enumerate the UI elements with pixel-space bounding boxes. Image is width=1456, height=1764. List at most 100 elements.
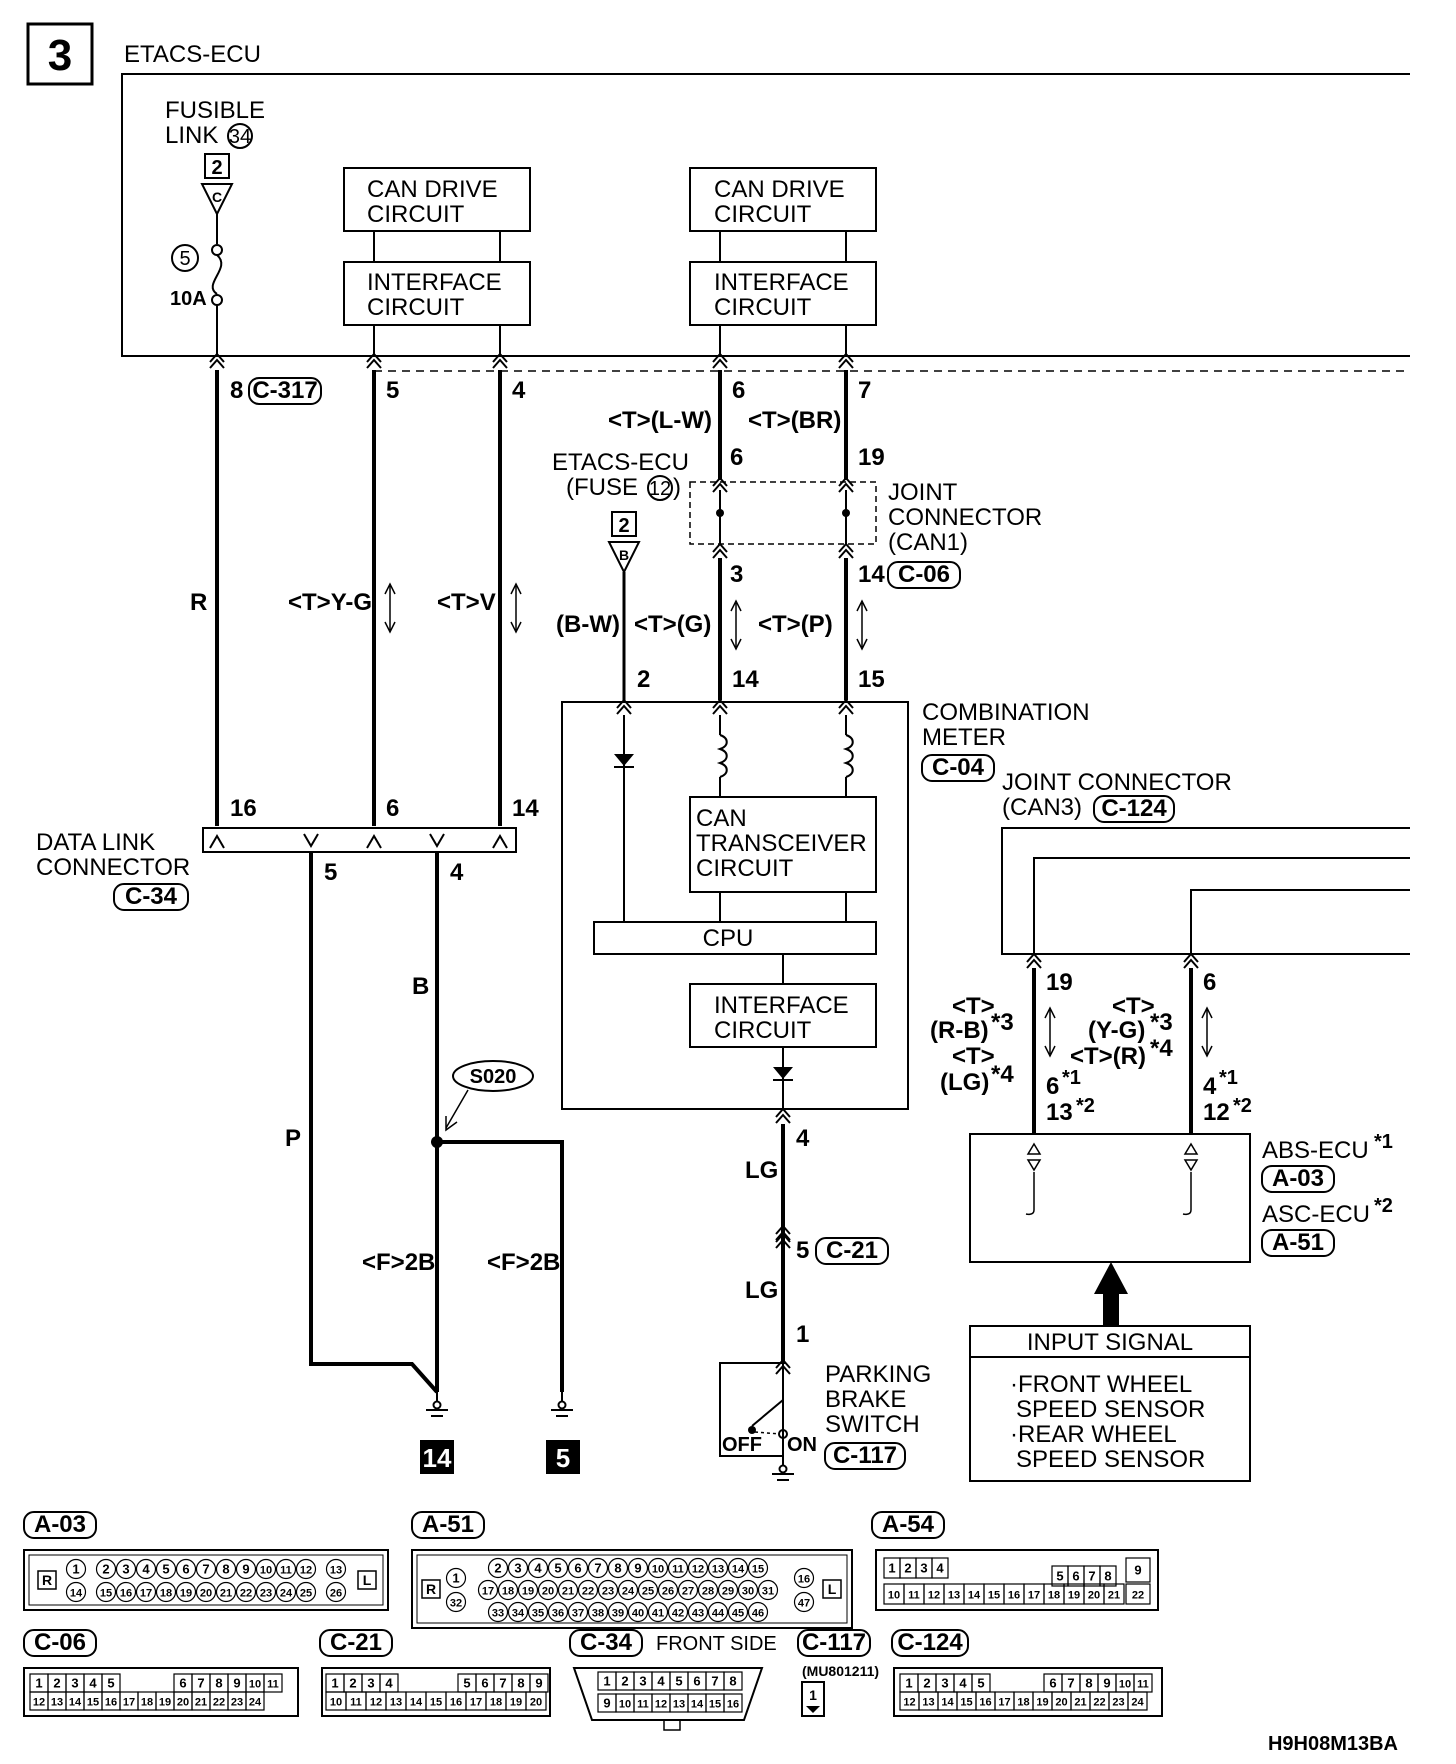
interface-circuit-1 [343,261,531,326]
conn-a54-pin-21: 21 [1108,1590,1120,1602]
splice-s020-ellipse [452,1060,534,1092]
conn-a51-pin-outline [497,1579,519,1601]
fusible-link-number-circle [227,123,253,149]
splice-leader [445,1089,469,1129]
conn-a03-pin-outline [65,1558,87,1580]
joint-connector-can1 [689,481,877,545]
conn-a51-r-box [421,1579,441,1599]
dlc-pin-14: 14 [512,795,539,822]
jc-can1-label-2: CONNECTOR [888,504,1042,531]
conn-c06-pin-2: 2 [53,1676,60,1691]
conn-c124-pin-9: 9 [1103,1676,1110,1691]
conn-c06-pin-12: 12 [33,1697,45,1709]
abs-ecu-terminal-b [1183,1142,1199,1172]
dlc-label-2: CONNECTOR [36,854,190,881]
conn-a03-pin-outline [95,1581,117,1603]
conn-a51-pin-25: 25 [642,1586,654,1598]
conn-a51-pin-outline [667,1557,689,1579]
interface-1-line1: INTERFACE [367,269,502,296]
conn-a54-pin-15: 15 [988,1590,1000,1602]
etacs-fuse-close: ) [673,474,681,501]
conn-a51-pin-15: 15 [752,1564,764,1576]
conn-a03-pin-9: 9 [242,1562,249,1577]
jc-can1-node-b [842,509,850,517]
wire-color-t-v: <T>V [437,589,496,616]
conn-a51-pin-16: 16 [798,1574,810,1586]
parking-switch-off: OFF [722,1434,762,1456]
abs-wire-t-r: <T>(R) [1070,1043,1146,1070]
c124-label: C-124 [1101,795,1167,822]
abs-wire-star4-b: *4 [1150,1035,1173,1062]
abs-asc-ecu [969,1133,1251,1263]
abs-pin-6-star1: *1 [1062,1067,1081,1089]
conn-a51-pin-2: 2 [494,1561,501,1576]
pin-5-top: 5 [386,377,399,404]
conn-a51-pin-7: 7 [594,1561,601,1576]
jc-can3-outline [1001,827,1410,955]
conn-c21-pin-outline [525,1691,547,1711]
jc-can3-pin-19: 19 [1046,969,1073,996]
can-transceiver-circuit [689,796,877,893]
conn-c117-key [806,1706,820,1713]
conn-a51-pin-19: 19 [522,1586,534,1598]
conn-a51-pin-20: 20 [542,1586,554,1598]
figure-code: H9H08M13BA [1268,1733,1398,1755]
parking-label-2: BRAKE [825,1386,906,1413]
conn-a51-pin-outline [445,1591,467,1613]
conn-c06-pin-outline [263,1673,283,1693]
conn-c34-code-box [569,1629,643,1657]
wire-color-t-y-g: <T>Y-G [288,589,372,616]
conn-c21-pin-4: 4 [385,1676,393,1691]
conn-c21-pin-2: 2 [349,1676,356,1691]
conn-c06-pin-16: 16 [105,1697,117,1709]
etacs-fuse-box-number: 2 [618,515,629,537]
conn-c06-pin-outline [245,1691,265,1711]
conn-a03-code-box [23,1511,97,1539]
conn-c124-pin-19: 19 [1036,1697,1048,1709]
abs-ecu-terminal-b-lead [1182,1172,1192,1216]
conn-a03-pin-outline [95,1558,117,1580]
cpu-label: CPU [703,925,754,952]
conn-a51-pin-outline [747,1557,769,1579]
dlc-terminal-14 [492,834,508,849]
conn-c34-pin-5: 5 [675,1674,682,1689]
jc-can1-label-3: (CAN1) [888,529,968,556]
conn-c06-pin-8: 8 [215,1676,222,1691]
c04-label-box [921,754,995,782]
conn-c124-pin-3: 3 [941,1676,948,1691]
conn-a03-pin-7: 7 [202,1562,209,1577]
conn-a54-pin-4: 4 [936,1561,944,1576]
ground-14-badge [420,1440,454,1474]
abs-pin-4: 4 [1203,1073,1217,1100]
conn-a51-pin-outline [597,1579,619,1601]
conn-a51-pin-outline [707,1557,729,1579]
conn-a54-pin-16: 16 [1008,1590,1020,1602]
wire-color-t-p: <T>(P) [758,611,833,638]
conn-a03-pin-21: 21 [220,1588,232,1600]
conn-c34-pin-4: 4 [657,1674,665,1689]
conn-a54-pin-14: 14 [968,1590,981,1602]
cpu-block [593,921,877,955]
conn-a54-pin-7: 7 [1088,1569,1095,1584]
conn-a54-pin-outline [1125,1557,1151,1583]
wire-color-p: P [285,1125,301,1152]
conn-a51-pin-outline [687,1601,709,1623]
combo-pin-2: 2 [637,666,650,693]
conn-a54-pin-outline [1103,1583,1125,1605]
dlc-pin-16: 16 [230,795,257,822]
conn-c21-pin-17: 17 [470,1697,482,1709]
fuse-amp: 10A [170,288,207,310]
conn-c06-pin-18: 18 [141,1697,153,1709]
conn-c06-pin-22: 22 [213,1697,225,1709]
conn-c21-pin-1: 1 [331,1676,338,1691]
dlc-pin-4: 4 [450,859,464,886]
conn-c124-pin-18: 18 [1017,1697,1029,1709]
conn-a54-pin-3: 3 [920,1561,927,1576]
conn-a51-pin-37: 37 [572,1608,584,1620]
conn-a51-pin-33: 33 [492,1608,504,1620]
conn-a54-pin-1: 1 [888,1561,895,1576]
conn-a51-pin-outline [617,1579,639,1601]
conn-c06-body [23,1667,299,1717]
conn-a51-pin-43: 43 [692,1608,704,1620]
